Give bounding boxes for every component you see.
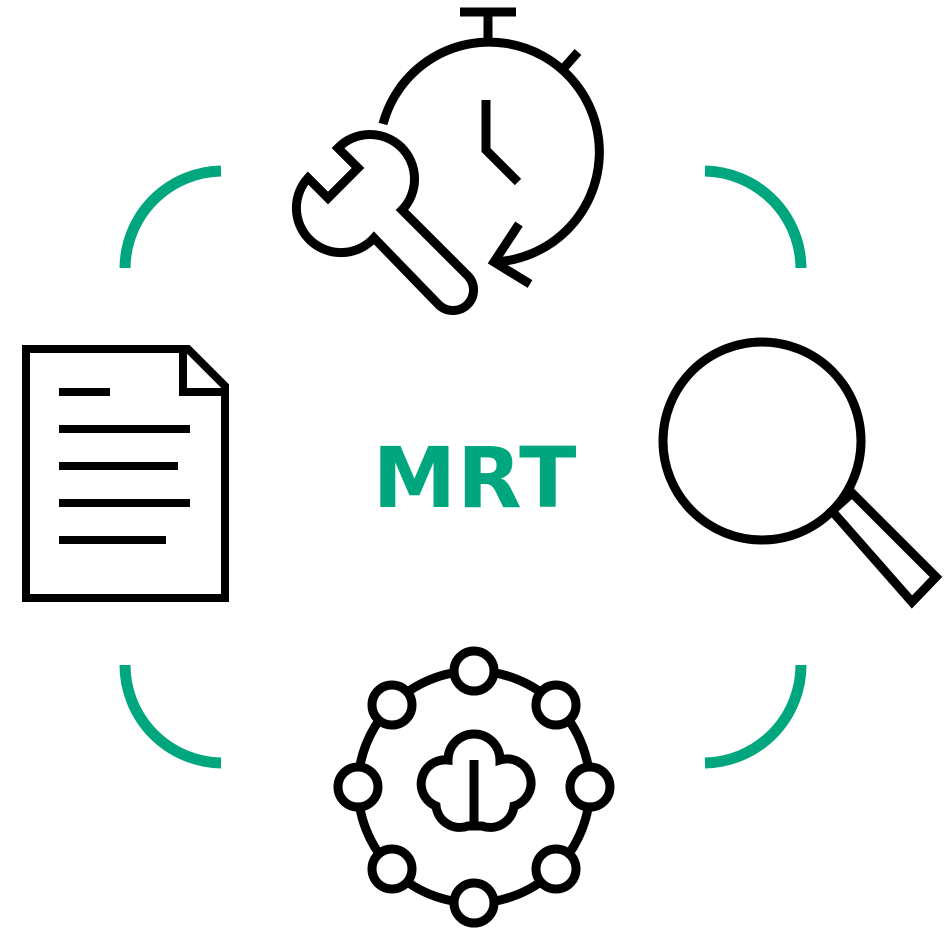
- magnifying-glass-icon: [658, 337, 943, 609]
- arc-bottom-right: [704, 664, 807, 769]
- arc-top-right: [704, 165, 807, 269]
- cycle-arcs: [119, 165, 807, 769]
- cloud-network-icon: [333, 646, 615, 928]
- arc-bottom-left: [119, 664, 222, 769]
- arc-top-left: [119, 165, 222, 269]
- document-icon: [22, 345, 229, 602]
- stopwatch-wrench-icon: [291, 7, 604, 315]
- center-title: MRT: [372, 429, 578, 527]
